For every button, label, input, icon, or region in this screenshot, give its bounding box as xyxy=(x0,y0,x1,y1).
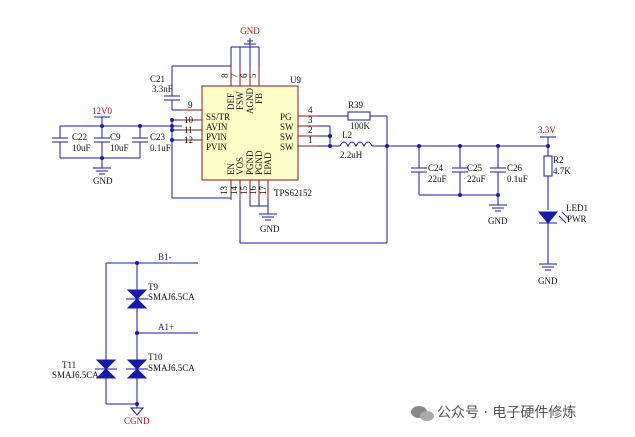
pin-name-sw-3: SW xyxy=(280,142,294,152)
led1-value: PWR xyxy=(567,214,587,224)
c25-ref: C25 xyxy=(467,163,483,173)
pin-name-pg: PG xyxy=(280,112,292,122)
watermark-text: 公众号 · 电子硬件修炼 xyxy=(437,405,576,421)
r39-value: 100K xyxy=(350,121,371,131)
pin-num-1: 1 xyxy=(308,135,313,145)
pin-num-15: 15 xyxy=(239,186,249,196)
t10-value: SMAJ6.5CA xyxy=(148,363,195,373)
gnd-label-pgnd: GND xyxy=(260,224,280,234)
pin-name-epad: EPAD xyxy=(263,152,273,175)
pin-name-pvin-1: PVIN xyxy=(206,132,228,142)
v33-label: 3.3V xyxy=(538,125,556,135)
c26-value: 0.1uF xyxy=(507,174,528,184)
gnd-symbol-top xyxy=(241,38,259,48)
net-a1-label: A1+ xyxy=(158,322,174,332)
wechat-icon xyxy=(411,406,434,421)
c26-ref: C26 xyxy=(507,163,523,173)
u9-chip-body xyxy=(201,85,299,181)
u9-ref: U9 xyxy=(290,75,301,85)
pin-num-16: 16 xyxy=(248,186,258,196)
c25-value: 22uF xyxy=(467,174,486,184)
c21-value: 3.3nF xyxy=(152,84,173,94)
c21-ref: C21 xyxy=(150,74,165,84)
pin-name-pgnd-1: PGND xyxy=(245,150,255,175)
t9-ref: T9 xyxy=(148,282,158,292)
pin-num-7: 7 xyxy=(229,73,239,78)
pin-num-13: 13 xyxy=(219,186,229,196)
t9-value: SMAJ6.5CA xyxy=(148,292,195,302)
t11-ref: T11 xyxy=(62,360,76,370)
pin-name-def: DEF xyxy=(226,93,236,110)
c9-ref: C9 xyxy=(110,132,121,142)
pin-num-4: 4 xyxy=(308,105,313,115)
l2-ref: L2 xyxy=(342,130,352,140)
cgnd-label: CGND xyxy=(124,416,150,426)
pin-num-11: 11 xyxy=(184,125,193,135)
pin-num-3: 3 xyxy=(308,115,313,125)
pin-num-8: 8 xyxy=(220,73,230,78)
gnd-label-output: GND xyxy=(488,216,508,226)
t10-ref: T10 xyxy=(148,352,163,362)
pin-name-sw-1: SW xyxy=(280,122,294,132)
r2-value: 4.7K xyxy=(553,166,571,176)
c9-value: 10uF xyxy=(110,143,129,153)
c22-ref: C22 xyxy=(72,132,87,142)
c22-value: 10uF xyxy=(72,143,91,153)
net-b1-label: B1- xyxy=(158,252,172,262)
t11-value: SMAJ6.5CA xyxy=(52,370,99,380)
pin-name-agnd: AGND xyxy=(245,88,255,114)
gnd-label-led: GND xyxy=(538,276,558,286)
pin-name-fb: FB xyxy=(254,93,264,104)
gnd-label-input: GND xyxy=(93,176,113,186)
pin-name-avin: AVIN xyxy=(206,122,228,132)
gnd-label-top: GND xyxy=(240,26,260,36)
pin-num-12: 12 xyxy=(184,135,193,145)
led1-ref: LED1 xyxy=(566,203,588,213)
pin-name-pgnd-2: PGND xyxy=(254,150,264,175)
c24-value: 22uF xyxy=(428,174,447,184)
pin-name-pvin-2: PVIN xyxy=(206,142,228,152)
pin-num-10: 10 xyxy=(184,115,194,125)
pin-num-14: 14 xyxy=(229,186,239,196)
pin-name-fsw: FSW xyxy=(235,91,245,110)
r39-ref: R39 xyxy=(348,100,364,110)
pin-name-sstr: SS/TR xyxy=(206,112,230,122)
pin-name-sw-2: SW xyxy=(280,132,294,142)
pin-num-17: 17 xyxy=(258,186,268,196)
pin-num-2: 2 xyxy=(308,125,313,135)
v12-label: 12V0 xyxy=(92,106,112,116)
c24-ref: C24 xyxy=(428,163,444,173)
pin-num-6: 6 xyxy=(239,73,249,78)
pin-num-5: 5 xyxy=(248,73,258,78)
u9-part: TPS62152 xyxy=(274,188,312,198)
pin-name-en: EN xyxy=(226,163,236,175)
c23-value: 0.1uF xyxy=(150,143,171,153)
r2-ref: R2 xyxy=(553,155,564,165)
pin-name-vos: VOS xyxy=(235,157,245,175)
c23-ref: C23 xyxy=(150,132,166,142)
pin-num-9: 9 xyxy=(188,100,193,110)
l2-value: 2.2uH xyxy=(340,150,363,160)
